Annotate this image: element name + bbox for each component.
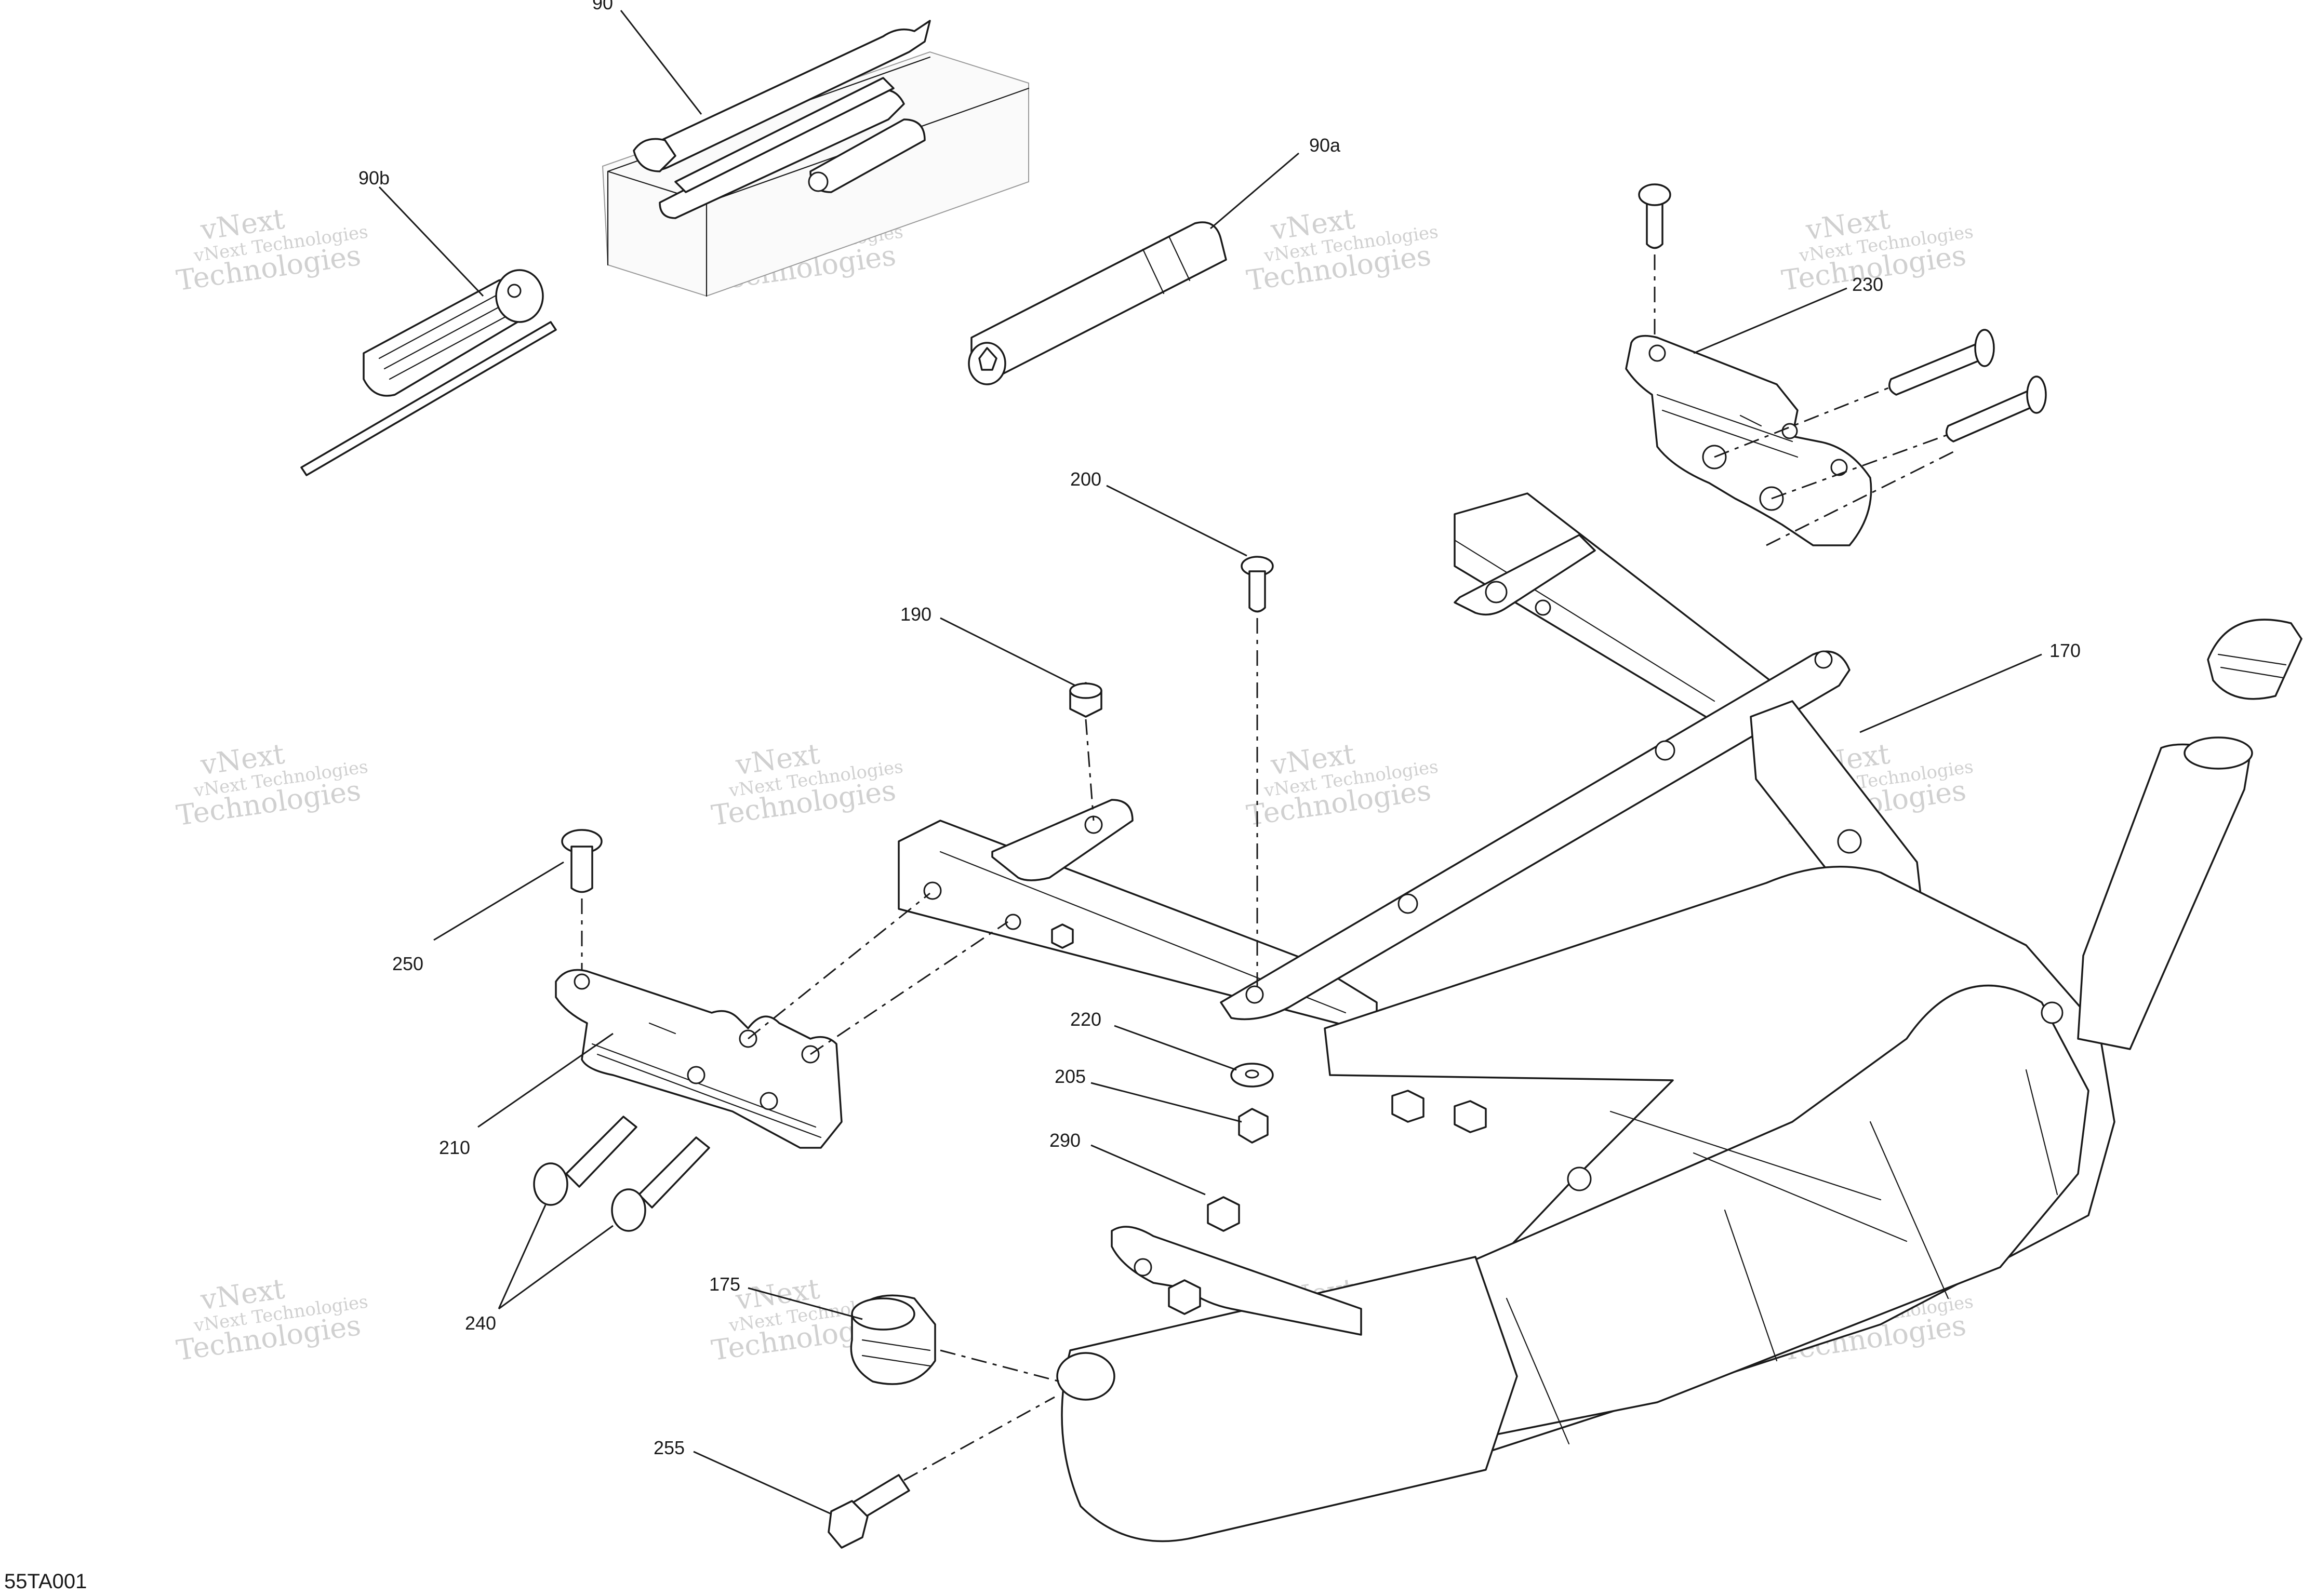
callout-175: 175 — [709, 1273, 740, 1295]
screw-part-255: 255 — [654, 1396, 1055, 1549]
callout-200: 200 — [1070, 468, 1101, 490]
watermark: vNext Technologies vNext Technologies — [710, 737, 904, 832]
bracket-part-230: 230 — [1625, 183, 2047, 546]
callout-220: 210 — [439, 1137, 470, 1158]
nut-part-290: 290 — [1049, 1130, 1362, 1336]
callout-250: 250 — [392, 953, 423, 974]
washer-part-205: 220 — [1070, 1009, 1274, 1088]
callout-170: 170 — [2049, 640, 2081, 661]
callout-210: 205 — [1055, 1066, 1086, 1087]
bracket-part-220: 210 — [439, 892, 1008, 1158]
screw-part-250: 250 — [392, 829, 603, 976]
screw-part-200: 200 — [1070, 468, 1274, 987]
callout-240: 240 — [465, 1312, 496, 1334]
callout-90a: 90a — [1309, 135, 1341, 156]
callout-230: 230 — [1852, 274, 1883, 295]
bumper-frame-part-170: 170 — [898, 492, 2302, 1543]
nut-part-210: 205 — [1055, 1066, 1269, 1144]
callout-90: 90 — [592, 0, 613, 14]
pin-part-240: 240 — [465, 1116, 710, 1334]
callout-290: 290 — [1049, 1130, 1081, 1151]
spark-plug-wrench-part-90a: 90a — [968, 135, 1341, 385]
callout-90b: 90b — [358, 167, 390, 189]
diagram-reference-code: 55TA001 — [4, 1570, 87, 1593]
plug-part-175: 175 — [709, 1273, 1060, 1385]
watermark: vNext Technologies vNext Technologies — [1245, 203, 1440, 297]
watermark: vNext Technologies vNext Technologies — [1245, 737, 1440, 832]
tool-kit-part-90: 90 — [592, 0, 1030, 297]
watermark: vNext Technologies vNext Technologies — [175, 203, 369, 297]
watermark: vNext Technologies vNext Technologies — [175, 1272, 369, 1367]
screwdriver-part-90b: 90b — [300, 167, 557, 476]
nut-part-190: 190 — [900, 603, 1102, 821]
callout-255: 255 — [654, 1437, 685, 1458]
watermark: vNext Technologies vNext Technologies — [175, 737, 369, 832]
callout-190: 190 — [900, 603, 931, 625]
callout-205: 220 — [1070, 1009, 1101, 1030]
